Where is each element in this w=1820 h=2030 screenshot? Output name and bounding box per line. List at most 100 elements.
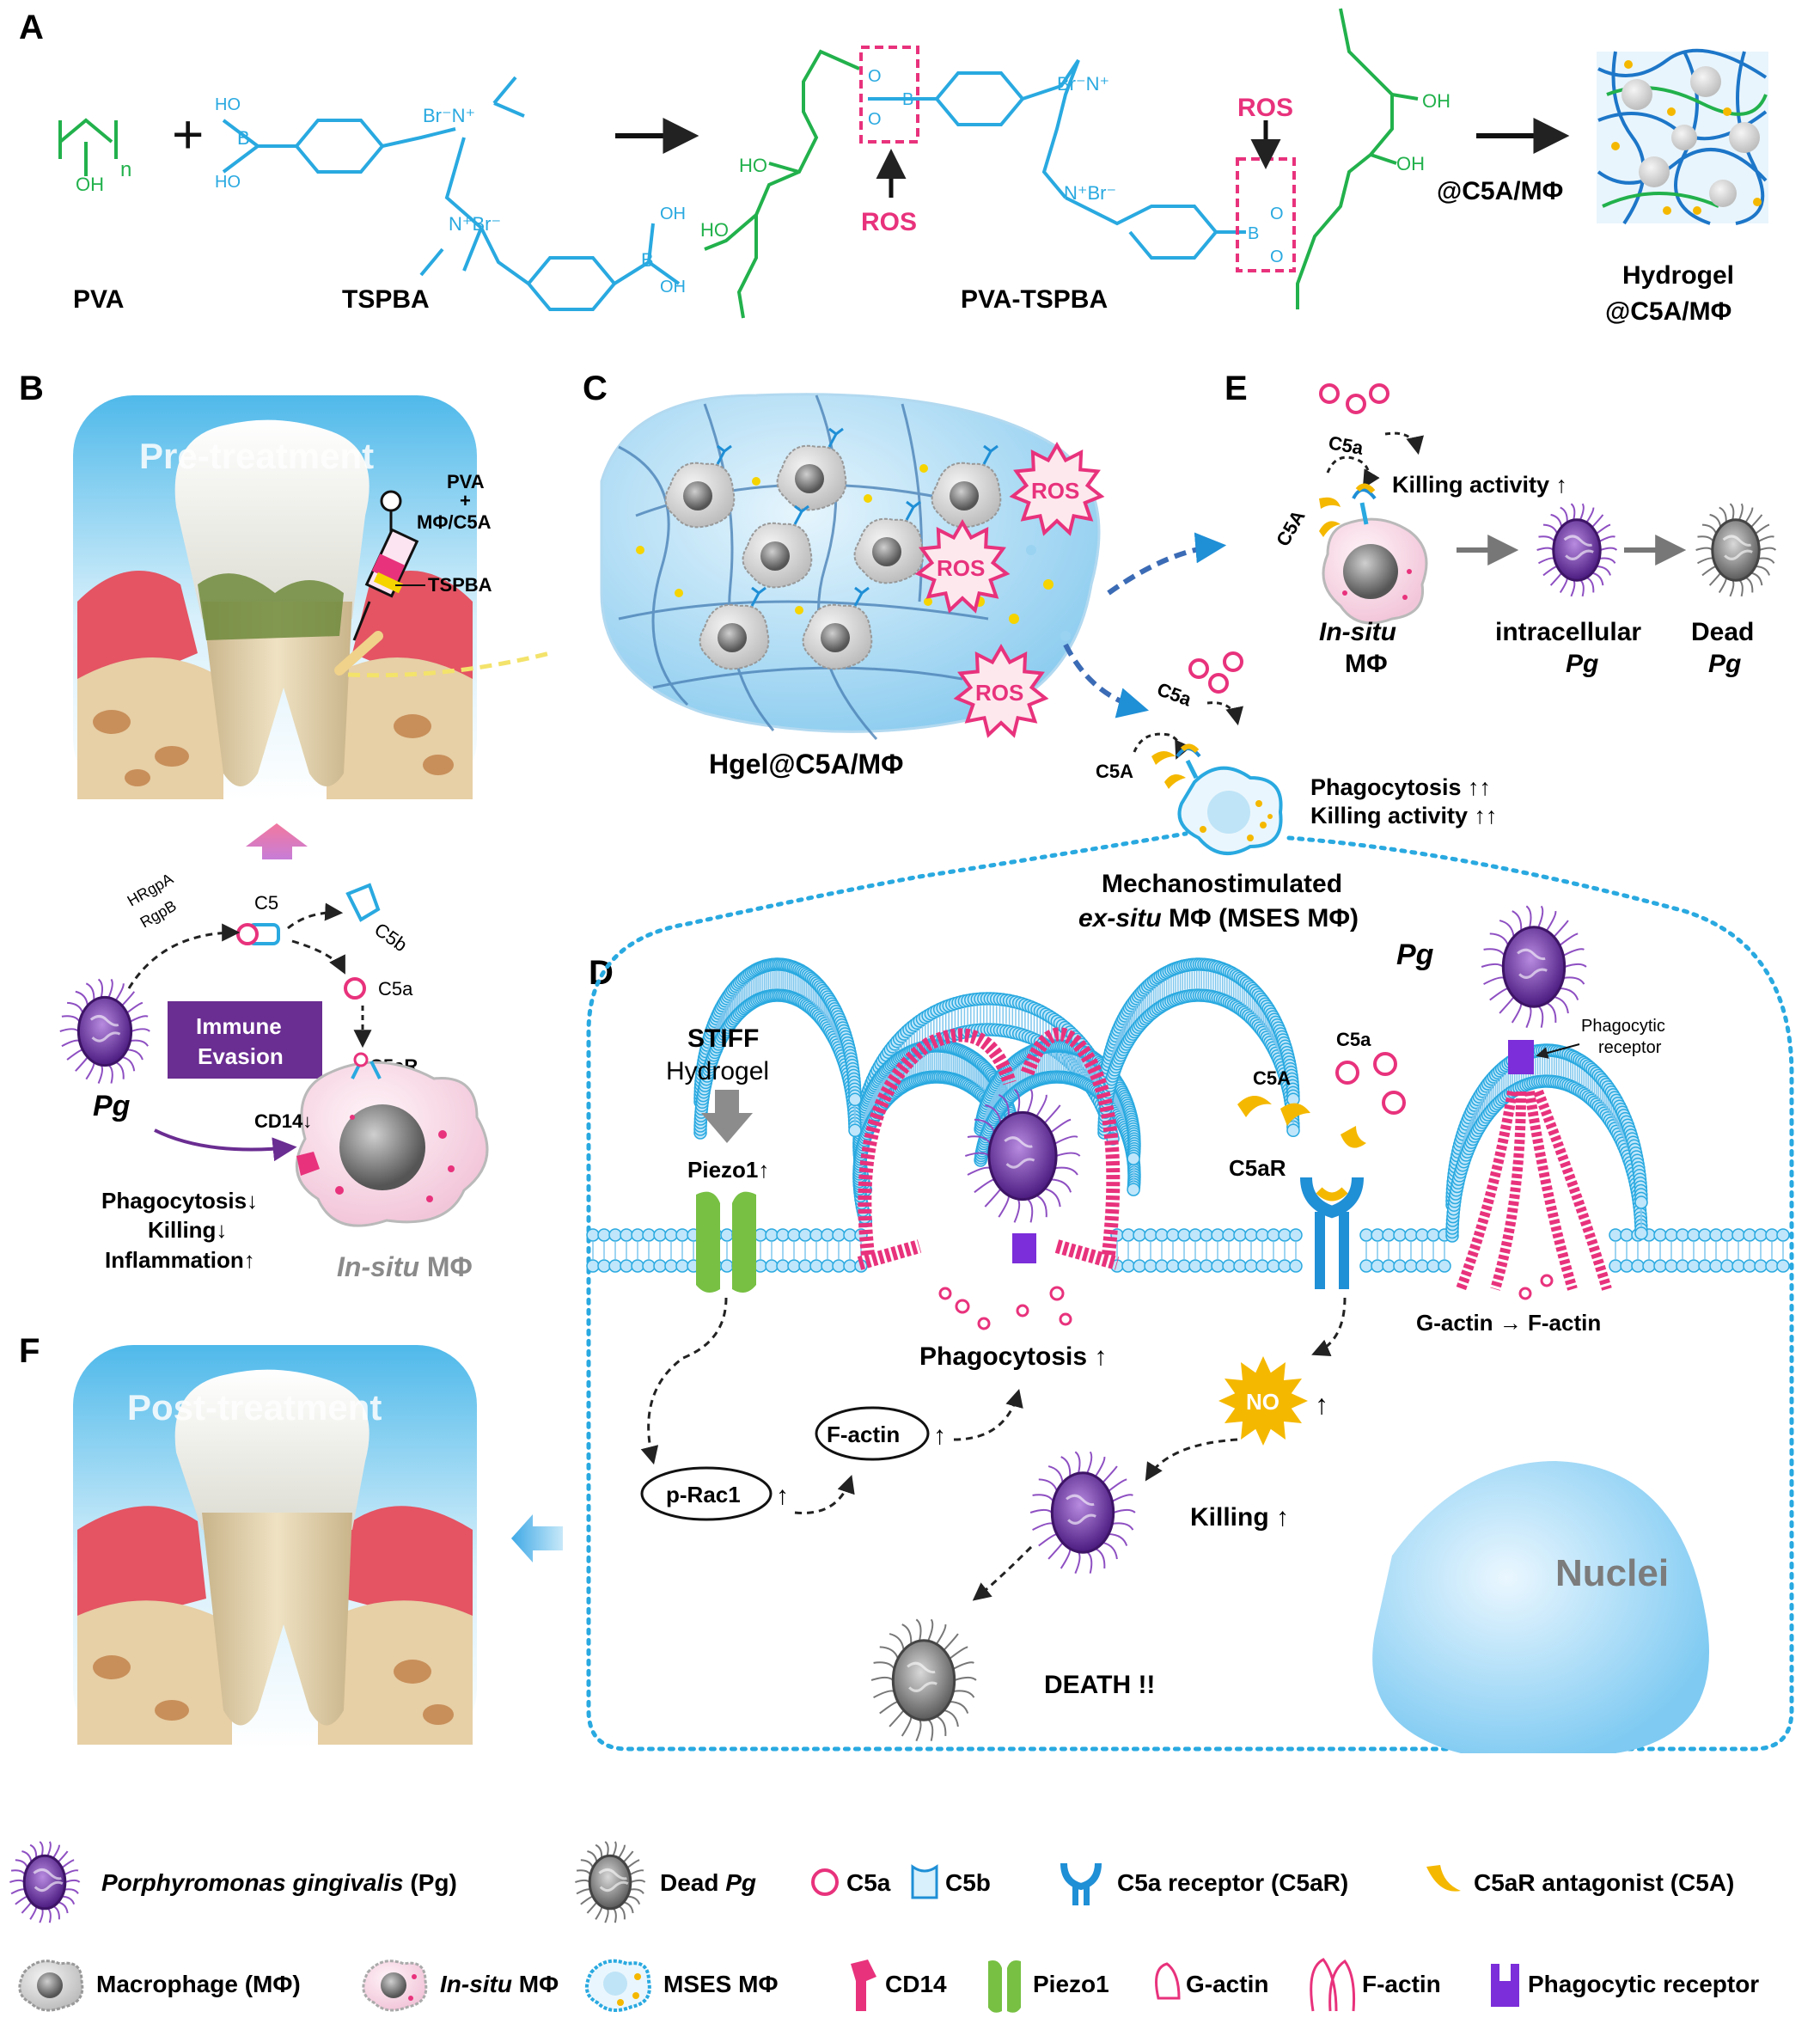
ptb-oh1: OH (1422, 90, 1451, 112)
label-pva-tspba: PVA-TSPBA (961, 285, 1108, 314)
label-stiff-hydrogel: Hydrogel (666, 1057, 769, 1085)
legend-piezo-icon (988, 1960, 1021, 2013)
tspba-nbr2: N⁺Br⁻ (449, 213, 501, 235)
label-mses-c5a: C5a (1154, 678, 1194, 711)
prac1-node (640, 1466, 773, 1521)
label-b-killing: Killing↓ (148, 1217, 227, 1243)
label-phago-rec-1: Phagocytic (1581, 1017, 1665, 1036)
label-death: DEATH !! (1044, 1671, 1155, 1699)
tspba-structure (222, 76, 681, 311)
immune-evasion-2: Evasion (198, 1043, 284, 1069)
dead-pg-d (870, 1618, 977, 1742)
ros-burst-label: ROS (975, 680, 1023, 706)
panel-label-a: A (19, 9, 44, 46)
label-c5: C5 (254, 892, 278, 914)
arrow-gel-to-mses (1063, 643, 1149, 718)
legend-dead-pg: Dead Pg (660, 1869, 756, 1896)
factin-node (815, 1406, 930, 1461)
arrow-gel-to-insitu (1107, 532, 1227, 596)
left-arrow-f (511, 1514, 563, 1562)
label-hydrogel-1: Hydrogel (1622, 261, 1734, 290)
syringe-icon (352, 490, 419, 641)
panel-label-f: F (19, 1332, 40, 1370)
pre-treatment-title: Pre-treatment (139, 436, 374, 476)
label-no: NO (1246, 1389, 1279, 1415)
label-b-phago: Phagocytosis↓ (101, 1188, 258, 1214)
pre-treatment-tooth-image (73, 395, 551, 799)
ros-label-2: ROS (1237, 94, 1293, 122)
pg-bacterium-icon-e (1536, 503, 1618, 597)
label-cd14: CD14↓ (254, 1110, 312, 1132)
dead-pg-icon-e (1695, 503, 1777, 597)
arrow-c5-to-c5a (291, 939, 345, 975)
legend-gactin: G-actin (1186, 1971, 1268, 1997)
tspba-oh1: HO (215, 95, 241, 114)
post-treatment-tooth-image (73, 1345, 477, 1749)
ptb-o3: O (1270, 205, 1284, 223)
label-e-c5A: C5A (1272, 506, 1310, 550)
label-b-insitu: In-situ MΦ (337, 1251, 473, 1282)
label-stiff: STIFF (687, 1024, 759, 1053)
arrow-prac-factin (794, 1475, 855, 1514)
arrow-mses-c5A (1133, 732, 1192, 760)
arrow-c5ar-no (1311, 1297, 1347, 1357)
legend-c5b-icon (911, 1864, 938, 1899)
label-e-intra-2: Pg (1566, 650, 1598, 678)
legend-mses: MSES MΦ (663, 1971, 778, 1997)
legend-phago-rec-icon (1491, 1964, 1519, 2007)
c5ar-receptor-d (1300, 1177, 1364, 1289)
arrow-factin-phago (953, 1388, 1023, 1441)
label-d-c5A: C5A (1253, 1067, 1291, 1089)
insitu-macrophage-e (1322, 483, 1428, 625)
label-prac: p-Rac1 (666, 1482, 741, 1507)
immune-evasion-box (168, 1001, 322, 1079)
label-e-dead-1: Dead (1691, 618, 1754, 646)
ptb-brn: Br⁻N⁺ (1057, 73, 1109, 95)
arrow-pg-to-c5 (127, 923, 241, 989)
pva-oh: OH (76, 174, 104, 195)
pg-bacterium-top-d (1481, 905, 1587, 1029)
ros-burst-icons: ROS ROS ROS (914, 441, 1105, 738)
label-b-tspba: TSPBA (428, 574, 492, 596)
no-burst (1218, 1356, 1308, 1446)
panel-label-e: E (1225, 370, 1248, 407)
hydrogel-network-icon (1597, 48, 1768, 225)
legend-insitu: In-situ MΦ (440, 1971, 559, 1997)
label-d-c5a: C5a (1336, 1029, 1371, 1050)
arrow-c5-to-c5b (287, 902, 344, 930)
legend-c5b: C5b (945, 1869, 991, 1896)
ptb-b2: B (1248, 224, 1259, 243)
label-e-intra-1: intracellular (1495, 618, 1641, 646)
ptb-ho2: HO (700, 219, 729, 241)
ros-burst-label: ROS (937, 555, 985, 581)
label-b-mphi: MΦ/C5A (417, 511, 492, 533)
c5a-circles-mses (1188, 651, 1243, 694)
label-mses-c5A: C5A (1096, 761, 1133, 782)
legend-pg-icon (9, 1841, 81, 1923)
ros-label-1: ROS (861, 208, 917, 236)
tspba-brn1: Br⁻N⁺ (423, 105, 475, 126)
immune-evasion-1: Immune (196, 1013, 282, 1039)
label-hgel: Hgel@C5A/MΦ (709, 749, 903, 780)
ros-burst-label: ROS (1031, 478, 1079, 504)
label-b-inflam: Inflammation↑ (105, 1247, 255, 1273)
factin-bundle (1456, 1089, 1612, 1292)
legend-c5ar: C5a receptor (C5aR) (1117, 1869, 1348, 1896)
legend-c5a-icon (811, 1868, 839, 1896)
legend-piezo: Piezo1 (1033, 1971, 1109, 1997)
ros-box-1 (859, 46, 919, 144)
label-e-insitu-1: In-situ (1319, 618, 1396, 646)
ros-box-2 (1236, 157, 1296, 272)
legend-c5A-icon (1426, 1865, 1461, 1892)
pva-tspba-structure (704, 8, 1419, 319)
stiff-arrow (701, 1090, 753, 1143)
label-mses-killing: Killing activity ↑↑ (1310, 803, 1498, 829)
legend-factin-icon (1310, 1958, 1355, 2012)
c5a-circles-e (1319, 383, 1389, 414)
label-d-c5ar: C5aR (1229, 1155, 1286, 1181)
arrow-no-pg (1145, 1438, 1238, 1482)
tspba-b1: B (237, 127, 250, 149)
up-arrow-b (246, 823, 308, 859)
ptb-oh2: OH (1396, 153, 1425, 174)
